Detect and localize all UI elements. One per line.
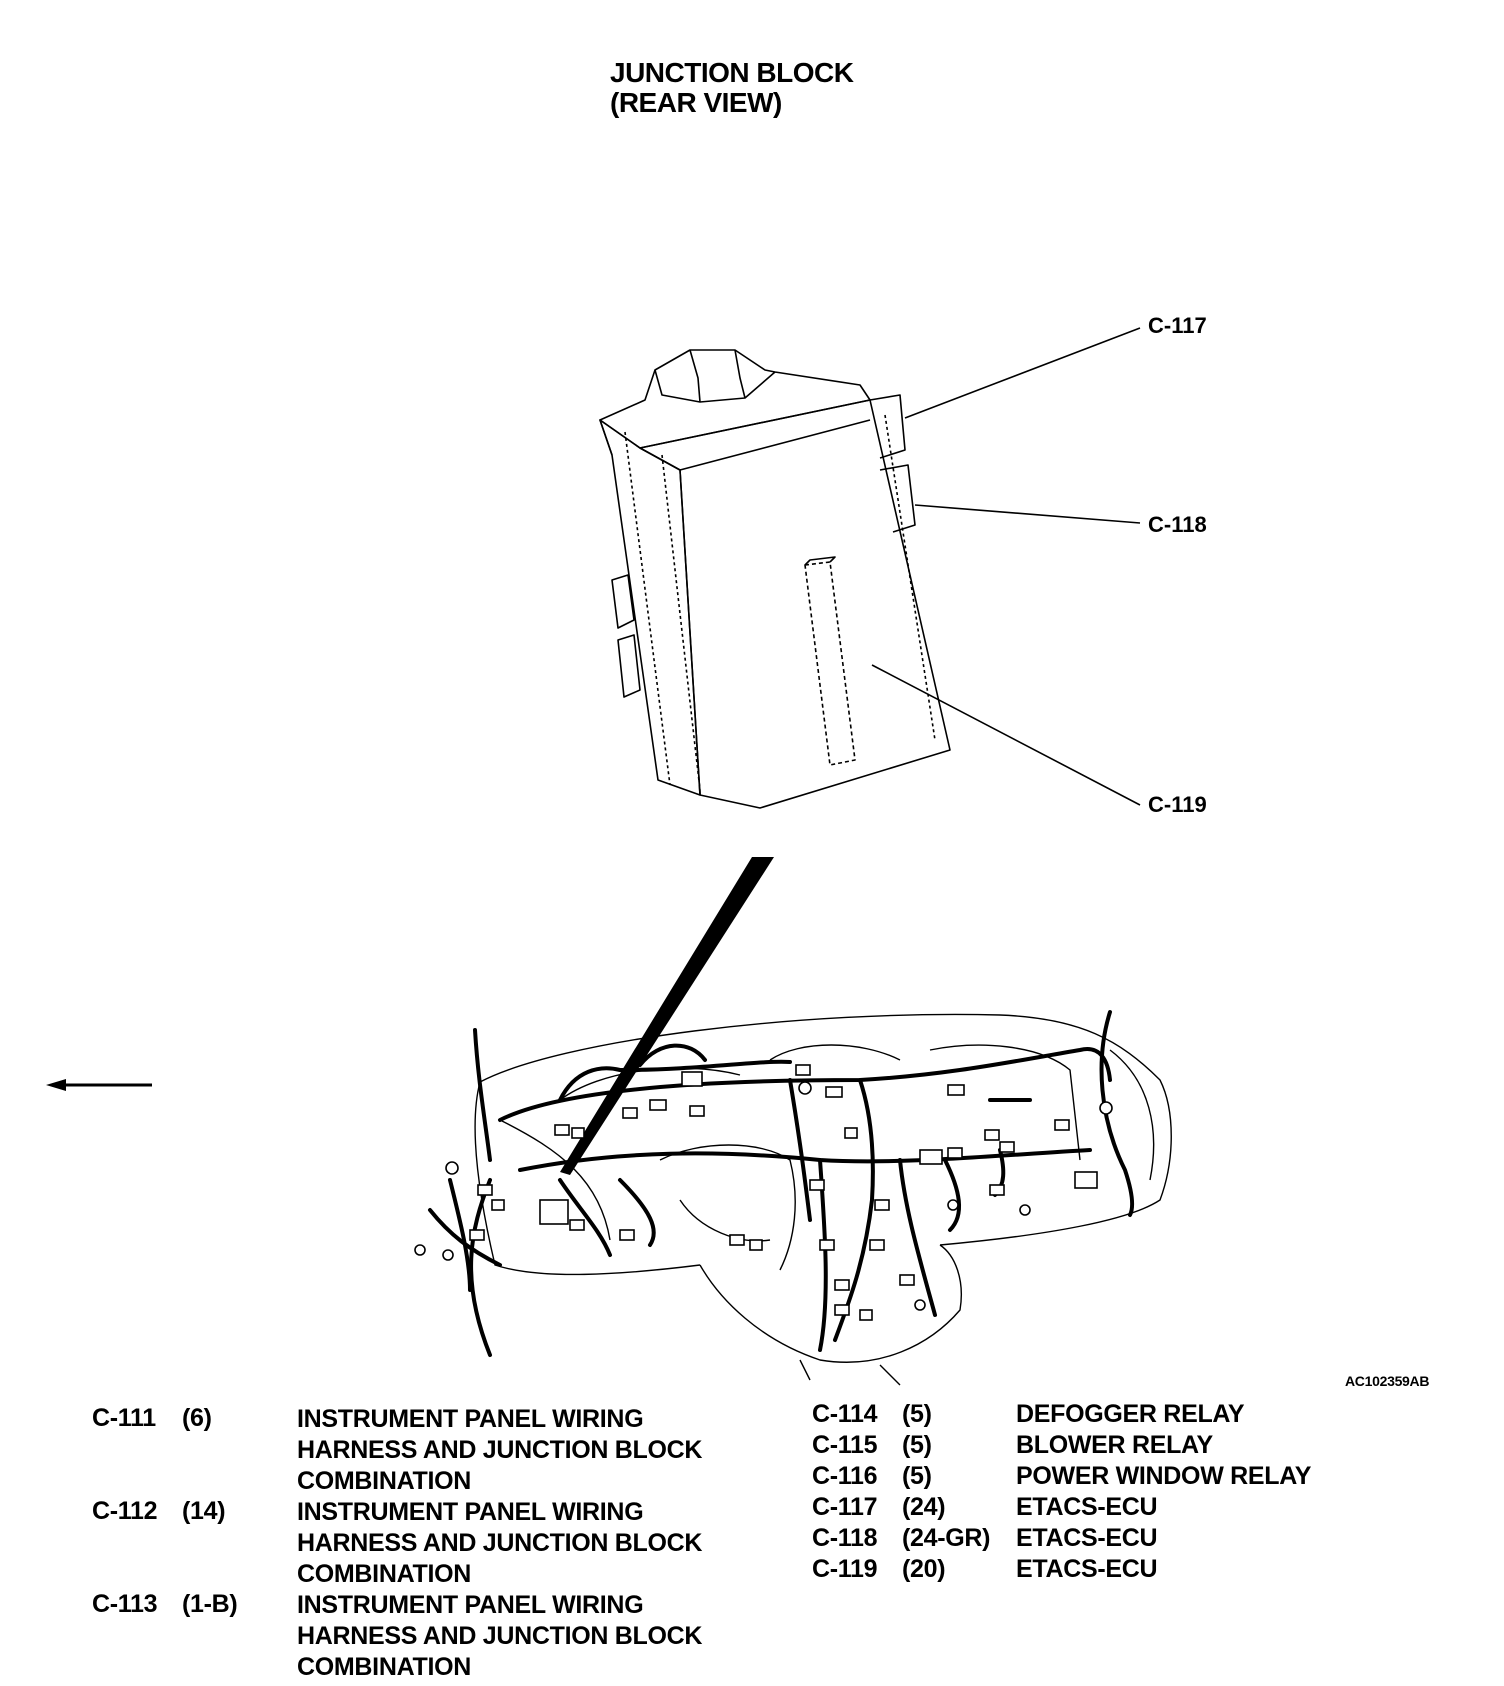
diagram-title: JUNCTION BLOCK (REAR VIEW) <box>610 57 854 118</box>
connector-code: C-118 <box>812 1524 878 1552</box>
pin-count: (5) <box>902 1431 932 1459</box>
connector-code: C-111 <box>92 1404 156 1432</box>
figure-id: AC102359AB <box>1345 1373 1430 1389</box>
connector-description: INSTRUMENT PANEL WIRING HARNESS AND JUNC… <box>297 1498 703 1588</box>
pin-count: (5) <box>902 1400 932 1428</box>
location-pointer <box>560 857 774 1175</box>
callout-c119: C-119 <box>1148 792 1207 817</box>
pin-count: (20) <box>902 1555 946 1583</box>
connector-description: BLOWER RELAY <box>1016 1431 1213 1459</box>
pin-count: (24) <box>902 1493 946 1521</box>
pin-count: (6) <box>182 1404 212 1432</box>
connector-description: DEFOGGER RELAY <box>1016 1400 1245 1428</box>
connector-description: ETACS-ECU <box>1016 1524 1158 1552</box>
connector-code: C-114 <box>812 1400 878 1428</box>
connector-code: C-117 <box>812 1493 878 1521</box>
front-arrow-icon <box>46 1079 152 1091</box>
connector-description: ETACS-ECU <box>1016 1493 1158 1521</box>
junction-block-illustration <box>599 349 951 809</box>
pin-count: (1-B) <box>182 1590 238 1618</box>
leader-c118 <box>914 504 1141 524</box>
connector-description: INSTRUMENT PANEL WIRING HARNESS AND JUNC… <box>297 1591 703 1681</box>
pin-count: (5) <box>902 1462 932 1490</box>
title-line-2: (REAR VIEW) <box>610 87 782 118</box>
leader-c117 <box>904 327 1141 419</box>
connector-code: C-116 <box>812 1462 878 1490</box>
callout-c117: C-117 <box>1148 313 1207 338</box>
leader-c119 <box>871 664 1141 806</box>
connector-code: C-119 <box>812 1555 878 1583</box>
instrument-panel-illustration <box>414 1010 1172 1386</box>
pin-count: (14) <box>182 1497 226 1525</box>
connector-description: POWER WINDOW RELAY <box>1016 1462 1312 1490</box>
connector-description: INSTRUMENT PANEL WIRING HARNESS AND JUNC… <box>297 1405 703 1495</box>
title-line-1: JUNCTION BLOCK <box>610 57 854 88</box>
pin-count: (24-GR) <box>902 1524 991 1552</box>
callout-c118: C-118 <box>1148 512 1207 537</box>
connector-description: ETACS-ECU <box>1016 1555 1158 1583</box>
connector-code: C-115 <box>812 1431 878 1459</box>
connector-code: C-112 <box>92 1497 158 1525</box>
connector-code: C-113 <box>92 1590 158 1618</box>
